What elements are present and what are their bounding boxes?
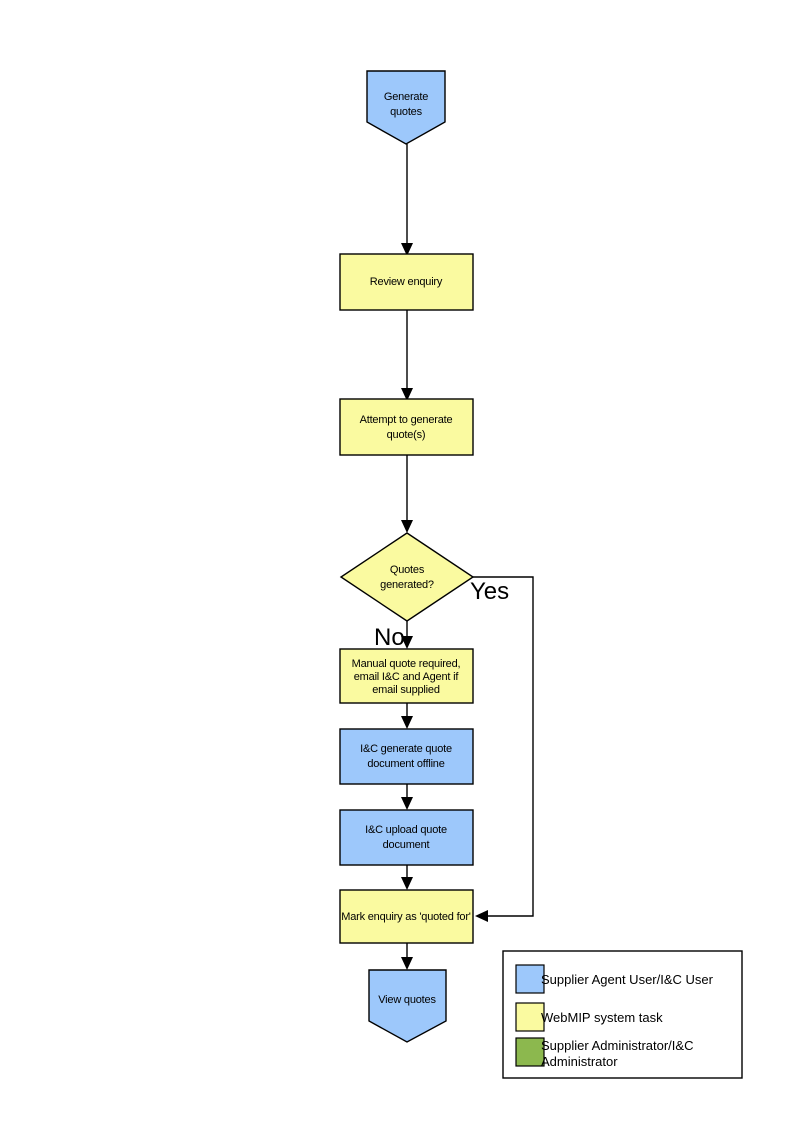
legend-swatch-system-task bbox=[515, 1002, 545, 1032]
node-ic-upload-quote-document-label-line1: I&C upload quote bbox=[365, 824, 447, 836]
edge-label-no: No bbox=[374, 624, 405, 651]
node-ic-upload-quote-document[interactable]: I&C upload quote document bbox=[339, 809, 474, 866]
node-mark-enquiry-quoted-for[interactable]: Mark enquiry as 'quoted for' bbox=[339, 889, 474, 944]
legend-item-supplier-agent-user: Supplier Agent User/I&C User bbox=[515, 964, 714, 994]
node-manual-quote-required[interactable]: Manual quote required, email I&C and Age… bbox=[339, 648, 474, 704]
node-mark-enquiry-quoted-for-label: Mark enquiry as 'quoted for' bbox=[341, 911, 471, 923]
node-view-quotes-label: View quotes bbox=[378, 994, 436, 1006]
node-attempt-generate-quotes-label-line1: Attempt to generate bbox=[360, 414, 453, 426]
node-manual-quote-required-label-line2: email I&C and Agent if bbox=[354, 671, 460, 683]
node-manual-quote-required-label-line3: email supplied bbox=[372, 684, 440, 696]
connector-decision-no-to-manual bbox=[401, 621, 413, 649]
node-quotes-generated-label-line2: generated? bbox=[380, 579, 434, 591]
node-generate-quotes-label-line1: Generate bbox=[384, 91, 428, 103]
node-generate-quotes[interactable]: Generate quotes bbox=[366, 70, 446, 145]
legend-label-supplier-administrator-line1: Supplier Administrator/I&C bbox=[541, 1038, 693, 1053]
connector-manual-to-generate-offline bbox=[401, 703, 413, 729]
connector-decision-yes-to-mark-enquiry bbox=[473, 576, 534, 922]
node-ic-generate-quote-document-label-line2: document offline bbox=[367, 758, 444, 770]
node-view-quotes[interactable]: View quotes bbox=[368, 969, 447, 1043]
edge-label-yes: Yes bbox=[470, 578, 509, 605]
node-attempt-generate-quotes-label-line2: quote(s) bbox=[387, 429, 426, 441]
connector-attempt-to-decision bbox=[401, 455, 413, 533]
node-review-enquiry[interactable]: Review enquiry bbox=[339, 253, 474, 311]
node-generate-quotes-label-line2: quotes bbox=[390, 106, 423, 118]
connector-mark-enquiry-to-view-quotes bbox=[401, 943, 413, 970]
connector-review-to-attempt bbox=[401, 310, 413, 401]
connector-upload-to-mark-enquiry bbox=[401, 865, 413, 890]
legend-item-webmip-system-task: WebMIP system task bbox=[515, 1002, 663, 1032]
legend-label-supplier-administrator-line2: Administrator bbox=[541, 1054, 618, 1069]
node-ic-generate-quote-document[interactable]: I&C generate quote document offline bbox=[339, 728, 474, 785]
legend-label-webmip-system-task: WebMIP system task bbox=[541, 1010, 663, 1025]
legend-swatch-user-task bbox=[515, 964, 545, 994]
legend-swatch-admin-task bbox=[515, 1037, 545, 1067]
legend-label-supplier-agent-user: Supplier Agent User/I&C User bbox=[541, 972, 714, 987]
node-manual-quote-required-label-line1: Manual quote required, bbox=[352, 658, 461, 670]
node-quotes-generated-label-line1: Quotes bbox=[390, 564, 425, 576]
node-review-enquiry-label: Review enquiry bbox=[370, 276, 443, 288]
node-quotes-generated-decision[interactable]: Quotes generated? bbox=[339, 532, 475, 622]
legend-item-supplier-administrator: Supplier Administrator/I&C Administrator bbox=[515, 1037, 693, 1069]
legend: Supplier Agent User/I&C User WebMIP syst… bbox=[502, 950, 743, 1079]
node-ic-upload-quote-document-label-line2: document bbox=[383, 839, 430, 851]
node-ic-generate-quote-document-label-line1: I&C generate quote bbox=[360, 743, 452, 755]
node-attempt-generate-quotes[interactable]: Attempt to generate quote(s) bbox=[339, 398, 474, 456]
connector-generate-offline-to-upload bbox=[401, 784, 413, 810]
connector-generate-to-review bbox=[401, 144, 413, 256]
